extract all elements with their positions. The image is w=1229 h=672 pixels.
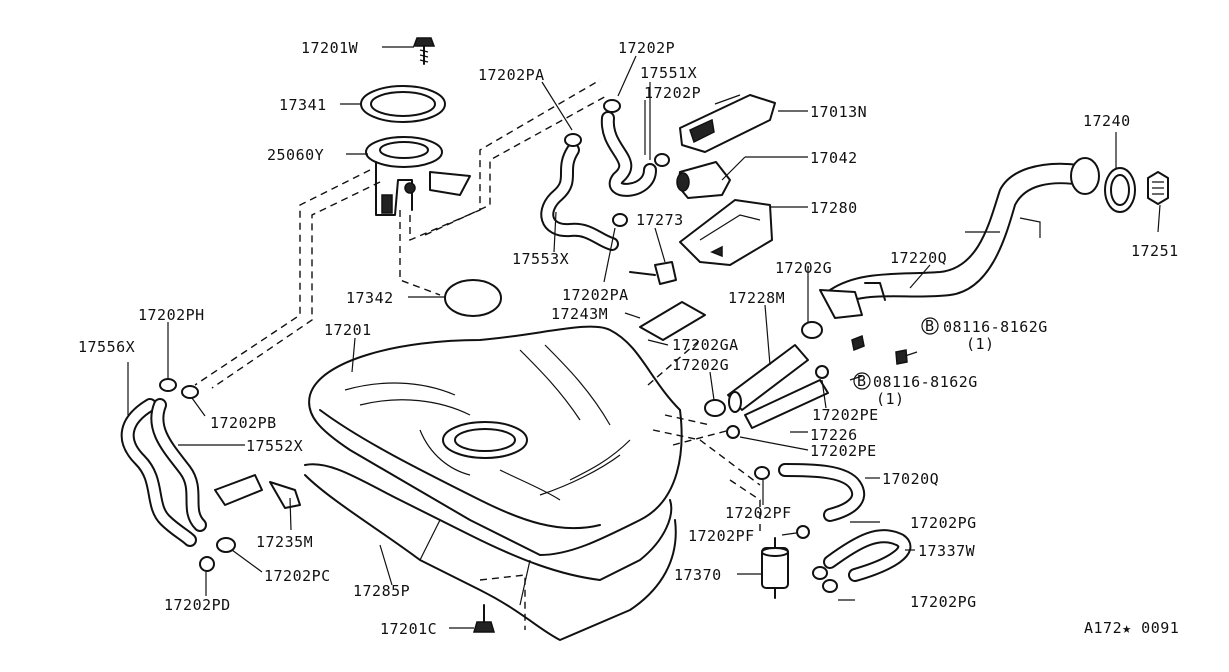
part-17013N-cover	[679, 94, 776, 153]
part-17341-lock-ring	[360, 85, 446, 123]
part-17235M-bracket	[214, 474, 301, 509]
part-08116-bolts	[851, 334, 908, 365]
label-17228M: 17228M	[728, 289, 785, 307]
label-17202PG-a: 17202PG	[910, 514, 977, 532]
part-17220Q-filler-tube	[819, 157, 1100, 319]
label-25060Y: 25060Y	[267, 146, 324, 164]
label-17202PF-a: 17202PF	[725, 504, 792, 522]
label-17202GA: 17202GA	[672, 336, 739, 354]
part-17240-ring	[1104, 167, 1136, 213]
label-17273: 17273	[636, 211, 684, 229]
bolt-marker-b-1-text: B	[925, 317, 935, 335]
label-17243M: 17243M	[551, 305, 608, 323]
label-17202PF-b: 17202PF	[688, 527, 755, 545]
label-17202PE-a: 17202PE	[812, 406, 879, 424]
label-17202PA-mid: 17202PA	[562, 286, 629, 304]
part-17552X-hose	[150, 398, 207, 532]
part-17342-gasket	[444, 279, 502, 317]
part-25060Y-gauge-unit	[365, 136, 471, 216]
label-17556X: 17556X	[78, 338, 135, 356]
part-clamp-small	[564, 99, 670, 227]
label-17240: 17240	[1083, 112, 1131, 130]
label-17220Q: 17220Q	[890, 249, 947, 267]
label-17042: 17042	[810, 149, 858, 167]
part-17226-hose	[744, 379, 829, 429]
part-17020Q-hose	[778, 463, 866, 522]
label-17226: 17226	[810, 426, 858, 444]
label-08116-b: 08116-8162G	[873, 373, 978, 391]
label-17552X: 17552X	[246, 437, 303, 455]
part-17228M-hose	[727, 344, 809, 413]
label-17202P-a: 17202P	[618, 39, 675, 57]
bolt-marker-b-2-text: B	[857, 372, 867, 390]
label-17013N: 17013N	[810, 103, 867, 121]
bolt-marker-b-1: B	[921, 317, 939, 335]
label-17201: 17201	[324, 321, 372, 339]
part-17201W-bolt	[412, 37, 436, 65]
label-17202PE-b: 17202PE	[810, 442, 877, 460]
label-17370: 17370	[674, 566, 722, 584]
part-17556X-hose	[120, 398, 197, 547]
part-17551X-hose	[600, 111, 657, 197]
label-08116-a: 08116-8162G	[943, 318, 1048, 336]
label-17202PA-top: 17202PA	[478, 66, 545, 84]
label-17202PG-b: 17202PG	[910, 593, 977, 611]
part-17251-cap	[1147, 171, 1169, 205]
part-17337W-hose	[823, 529, 912, 582]
label-17553X: 17553X	[512, 250, 569, 268]
part-17370-filter	[761, 537, 789, 599]
label-17251: 17251	[1131, 242, 1179, 260]
label-17201C: 17201C	[380, 620, 437, 638]
label-17202PH: 17202PH	[138, 306, 205, 324]
part-17553X-hose	[540, 143, 619, 251]
label-17235M: 17235M	[256, 533, 313, 551]
bolt-marker-b-2: B	[853, 372, 871, 390]
part-17042-fuel-pump	[676, 161, 731, 199]
label-17202PD: 17202PD	[164, 596, 231, 614]
label-17342: 17342	[346, 289, 394, 307]
label-17337W: 17337W	[918, 542, 976, 560]
label-08116-a-qty: (1)	[966, 335, 995, 353]
label-17202P-b: 17202P	[644, 84, 701, 102]
label-17202G-mid: 17202G	[672, 356, 729, 374]
part-17201-fuel-tank	[308, 325, 683, 556]
part-17273-clip	[629, 261, 677, 285]
label-17202PC: 17202PC	[264, 567, 331, 585]
part-17243M-label-plate	[639, 301, 706, 341]
part-17285P-protector	[304, 463, 677, 641]
label-17551X: 17551X	[640, 64, 697, 82]
part-hose-clamps	[159, 321, 838, 593]
part-17280-bracket	[679, 199, 773, 266]
label-17201W: 17201W	[301, 39, 359, 57]
label-08116-b-qty: (1)	[876, 390, 905, 408]
label-17285P: 17285P	[353, 582, 410, 600]
label-17202PB: 17202PB	[210, 414, 277, 432]
part-17201C-bolt	[472, 604, 496, 633]
label-17341: 17341	[279, 96, 327, 114]
diagram-code: A172★ 0091	[1084, 619, 1179, 637]
leader-lines	[127, 46, 1161, 629]
connection-dashed-lines	[194, 79, 761, 630]
label-17280: 17280	[810, 199, 858, 217]
label-17202G-top: 17202G	[775, 259, 832, 277]
label-17020Q: 17020Q	[882, 470, 939, 488]
